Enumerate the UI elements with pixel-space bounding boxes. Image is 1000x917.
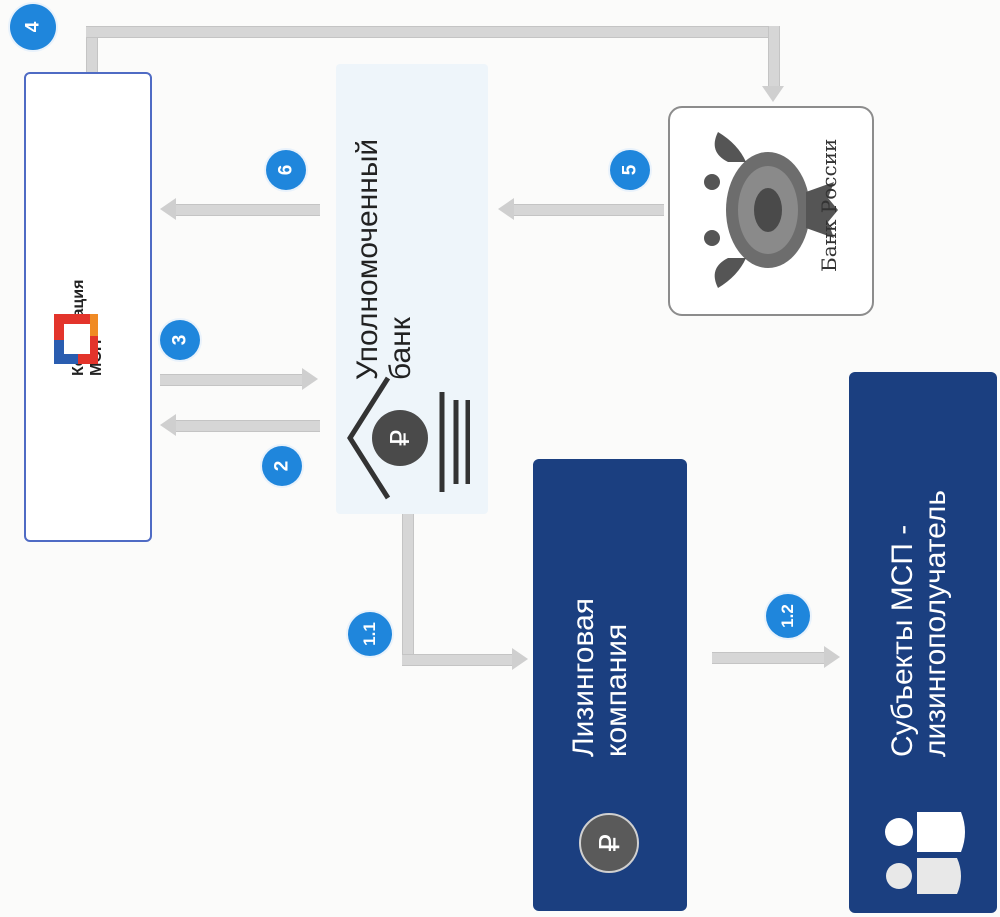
step-badge-1-1-text: 1.1: [359, 622, 379, 646]
step-badge-1-1: 1.1: [348, 612, 392, 656]
step-badge-6-text: 6: [274, 164, 296, 176]
step-badge-2-text: 2: [270, 460, 292, 472]
arrow-6-shaft: [176, 204, 320, 216]
step-badge-4-text: 4: [21, 21, 43, 33]
leasing-company-label: Лизинговая компания: [567, 507, 637, 757]
arrow-5-shaft: [514, 204, 664, 216]
people-silhouette-icon: [885, 812, 965, 894]
step-badge-4: 4: [10, 4, 56, 50]
authorized-bank-box: ₽ Уполномоченный банк: [336, 64, 488, 514]
arrow-1-1-down-segment: [402, 514, 414, 664]
subjects-label-line2: лизингополучатель: [919, 490, 952, 757]
arrow-2-shaft: [176, 420, 320, 432]
arrow-4-top-segment: [86, 26, 778, 38]
msp-subjects-lessee-box: Субъекты МСП - лизингополучатель: [849, 372, 997, 913]
arrow-4-down-segment: [768, 26, 780, 88]
central-bank-box: Банк России: [668, 106, 874, 316]
arrow-4-up-segment: [86, 30, 98, 74]
arrow-3-head: [302, 368, 318, 390]
arrow-2-head: [160, 414, 176, 436]
step-badge-5: 5: [610, 150, 650, 190]
step-badge-1-2-text: 1.2: [777, 604, 797, 628]
svg-text:₽: ₽: [593, 834, 626, 852]
corporation-msp-logo-icon: [54, 314, 98, 364]
ruble-coin-icon: ₽: [579, 813, 639, 873]
arrow-1-1-right-segment: [402, 654, 512, 666]
bank-house-ruble-icon: ₽: [347, 376, 470, 500]
leasing-label-line1: Лизинговая: [567, 597, 600, 757]
bank-label-line1: Уполномоченный: [351, 138, 384, 380]
svg-text:₽: ₽: [386, 430, 416, 447]
subjects-label-line1: Субъекты МСП -: [886, 524, 919, 757]
leasing-label-line2: компания: [600, 623, 633, 757]
arrow-1-1-head: [512, 648, 528, 670]
step-badge-1-2: 1.2: [766, 594, 810, 638]
arrow-3-shaft: [160, 374, 304, 386]
msp-subjects-label: Субъекты МСП - лизингополучатель: [886, 377, 956, 757]
leasing-company-box: ₽ Лизинговая компания: [533, 459, 687, 911]
step-badge-3-text: 3: [168, 334, 190, 346]
arrow-6-head: [160, 198, 176, 220]
step-badge-2: 2: [262, 446, 302, 486]
arrow-5-head: [498, 198, 514, 220]
corporation-msp-box: Корпорация МСП: [24, 72, 152, 542]
bank-label-line2: банк: [384, 317, 417, 380]
step-badge-3: 3: [160, 320, 200, 360]
arrow-1-2-head: [824, 646, 840, 668]
double-headed-eagle-seal-icon: Банк России: [704, 132, 841, 288]
step-badge-5-text: 5: [618, 164, 640, 176]
arrow-4-head: [762, 86, 784, 102]
arrow-1-2-shaft: [712, 652, 824, 664]
central-bank-seal-text: Банк России: [817, 139, 841, 272]
bank-label: Уполномоченный банк: [351, 80, 421, 380]
step-badge-6: 6: [266, 150, 306, 190]
